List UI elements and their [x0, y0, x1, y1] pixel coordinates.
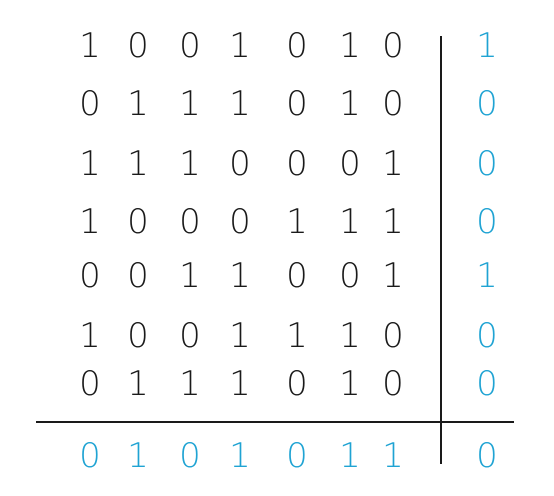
grid-digit: 0 [229, 202, 251, 242]
grid-digit: 1 [339, 202, 361, 242]
grid-digit: 1 [79, 316, 101, 356]
grid-digit: 0 [339, 256, 361, 296]
grid-digit: 0 [382, 316, 404, 356]
row-parity-digit: 0 [476, 144, 498, 184]
grid-digit: 0 [339, 144, 361, 184]
row-parity-digit: 1 [476, 256, 498, 296]
grid-digit: 1 [127, 144, 149, 184]
grid-digit: 1 [79, 26, 101, 66]
grid-digit: 1 [339, 316, 361, 356]
column-parity-digit: 1 [229, 436, 251, 476]
grid-digit: 0 [179, 202, 201, 242]
row-parity-digit: 0 [476, 84, 498, 124]
column-parity-digit: 1 [127, 436, 149, 476]
row-parity-digit: 1 [476, 26, 498, 66]
column-parity-digit: 0 [286, 436, 308, 476]
grid-digit: 0 [179, 316, 201, 356]
row-parity-digit: 0 [476, 316, 498, 356]
grid-digit: 0 [127, 26, 149, 66]
grid-digit: 0 [382, 364, 404, 404]
column-parity-digit: 0 [179, 436, 201, 476]
grid-digit: 0 [382, 84, 404, 124]
column-parity-digit: 1 [339, 436, 361, 476]
grid-digit: 0 [127, 316, 149, 356]
grid-digit: 1 [382, 202, 404, 242]
grid-digit: 1 [286, 316, 308, 356]
grid-digit: 1 [179, 364, 201, 404]
grid-digit: 1 [179, 256, 201, 296]
grid-digit: 1 [127, 84, 149, 124]
grid-digit: 1 [79, 202, 101, 242]
grid-digit: 0 [79, 256, 101, 296]
grid-digit: 1 [179, 84, 201, 124]
grid-digit: 1 [382, 256, 404, 296]
grid-digit: 1 [229, 256, 251, 296]
grid-digit: 0 [79, 84, 101, 124]
grid-digit: 1 [79, 144, 101, 184]
row-parity-digit: 0 [476, 202, 498, 242]
grid-digit: 0 [382, 26, 404, 66]
grid-digit: 1 [229, 364, 251, 404]
grid-digit: 1 [127, 364, 149, 404]
grid-digit: 0 [286, 84, 308, 124]
grid-digit: 0 [229, 144, 251, 184]
grid-digit: 1 [286, 202, 308, 242]
horizontal-divider-line [36, 421, 514, 423]
column-parity-digit: 0 [79, 436, 101, 476]
grid-digit: 0 [286, 256, 308, 296]
grid-digit: 0 [286, 26, 308, 66]
grid-digit: 1 [382, 144, 404, 184]
grid-digit: 0 [179, 26, 201, 66]
grid-digit: 0 [127, 256, 149, 296]
grid-digit: 0 [286, 144, 308, 184]
corner-parity-digit: 0 [476, 436, 498, 476]
grid-digit: 1 [179, 144, 201, 184]
grid-digit: 1 [339, 364, 361, 404]
grid-digit: 0 [79, 364, 101, 404]
column-parity-digit: 1 [382, 436, 404, 476]
grid-digit: 1 [229, 84, 251, 124]
grid-digit: 1 [339, 84, 361, 124]
vertical-divider-line [440, 36, 442, 464]
grid-digit: 0 [286, 364, 308, 404]
row-parity-digit: 0 [476, 364, 498, 404]
grid-digit: 1 [339, 26, 361, 66]
grid-digit: 1 [229, 316, 251, 356]
grid-digit: 1 [229, 26, 251, 66]
grid-digit: 0 [127, 202, 149, 242]
